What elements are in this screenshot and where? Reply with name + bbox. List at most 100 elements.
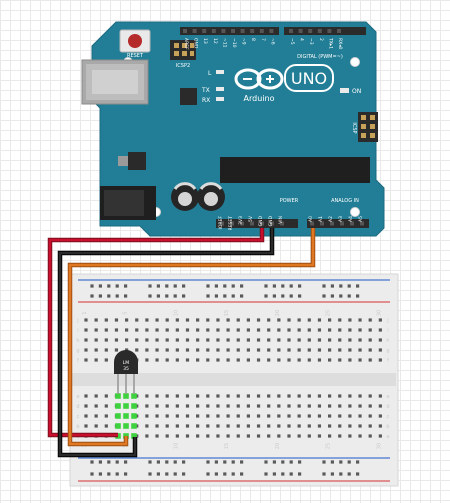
breadboard-hole [338,338,342,342]
breadboard-hole [155,434,159,438]
breadboard-hole [214,284,218,288]
digital-pin-hole [327,29,332,33]
highlighted-hole [131,393,137,399]
breadboard-hole [135,338,139,342]
breadboard-hole [356,472,360,476]
breadboard-hole [236,338,240,342]
breadboard-hole [297,424,301,428]
digital-pin-label: AREF [183,38,189,50]
breadboard-row-letter: a [386,434,389,440]
breadboard-hole [378,424,382,428]
digital-pin-hole [211,29,216,33]
breadboard-hole [236,434,240,438]
breadboard-hole [175,414,179,418]
power-pin-label: IOREF [218,216,224,230]
breadboard-hole [165,358,169,362]
digital-pin-hole [269,29,274,33]
highlighted-hole [131,423,137,429]
breadboard-hole [94,348,98,352]
breadboard-hole [267,348,271,352]
highlighted-hole [115,393,121,399]
breadboard-hole [104,338,108,342]
breadboard-hole [185,338,190,342]
breadboard-hole [378,394,382,398]
breadboard-hole [338,414,342,418]
analog-pin-hole [320,221,324,226]
breadboard-hole [256,394,261,398]
digital-pin-hole [202,29,207,33]
breadboard-hole [267,414,271,418]
breadboard-hole [94,414,98,418]
breadboard-hole [358,318,362,322]
highlighted-hole [123,403,129,409]
breadboard-hole [272,294,276,298]
breadboard-hole [216,414,220,418]
breadboard-hole [298,460,302,464]
power-pin-hole [230,221,234,226]
power-pin-hole [280,221,284,226]
led-tx-label: TX [201,87,210,94]
analog-pin-label: A2 [328,216,334,222]
breadboard-hole [317,318,322,322]
breadboard-hole [378,434,382,438]
highlighted-hole [115,413,121,419]
analog-pin-label: A1 [318,216,324,222]
breadboard-hole [356,460,360,464]
power-pin-label: RESET [228,216,234,231]
breadboard-hole [256,434,261,438]
breadboard-hole [281,460,285,464]
breadboard-hole [289,294,293,298]
breadboard-hole [287,348,291,352]
breadboard-hole [226,404,230,408]
breadboard-hole [256,358,261,362]
analog-pin-hole [330,221,334,226]
breadboard-hole [114,318,119,322]
breadboard-hole [368,338,372,342]
breadboard-hole [196,318,200,322]
breadboard-hole [277,358,281,362]
breadboard-hole [317,404,322,408]
breadboard-hole [145,328,149,332]
breadboard-hole [287,414,291,418]
breadboard-hole [104,404,108,408]
breadboard-hole [307,404,311,408]
breadboard-hole [226,328,230,332]
breadboard-hole [277,434,281,438]
breadboard-hole [145,424,149,428]
breadboard-hole [165,294,169,298]
breadboard-hole [348,328,352,332]
breadboard-hole [84,404,88,408]
breadboard-row-letter: h [386,338,389,344]
usb-connector [81,59,149,105]
power-jack [100,186,156,220]
breadboard-hole [148,472,152,476]
breadboard-hole [358,358,362,362]
breadboard-hole [124,460,128,464]
breadboard-hole [104,424,108,428]
breadboard-hole [165,424,169,428]
breadboard-hole [287,394,291,398]
breadboard-hole [155,348,159,352]
breadboard-hole [185,358,190,362]
breadboard-hole [328,328,332,332]
analog-pin-label: A4 [348,216,354,222]
breadboard-hole [104,414,108,418]
breadboard-row-letter: g [76,348,79,354]
breadboard-hole [246,328,250,332]
breadboard-hole [175,348,179,352]
digital-pin-label: ~11 [221,38,227,48]
breadboard-hole [330,472,334,476]
breadboard-hole [145,318,149,322]
breadboard-row-letter: d [386,404,389,410]
breadboard-hole [338,404,342,408]
breadboard-hole [185,424,190,428]
highlighted-hole [123,393,129,399]
breadboard-hole [267,404,271,408]
breadboard-hole [328,404,332,408]
breadboard-column-number: 30 [376,443,382,449]
breadboard-hole [307,348,311,352]
breadboard-hole [175,358,179,362]
breadboard-hole [156,284,160,288]
breadboard-hole [236,348,240,352]
